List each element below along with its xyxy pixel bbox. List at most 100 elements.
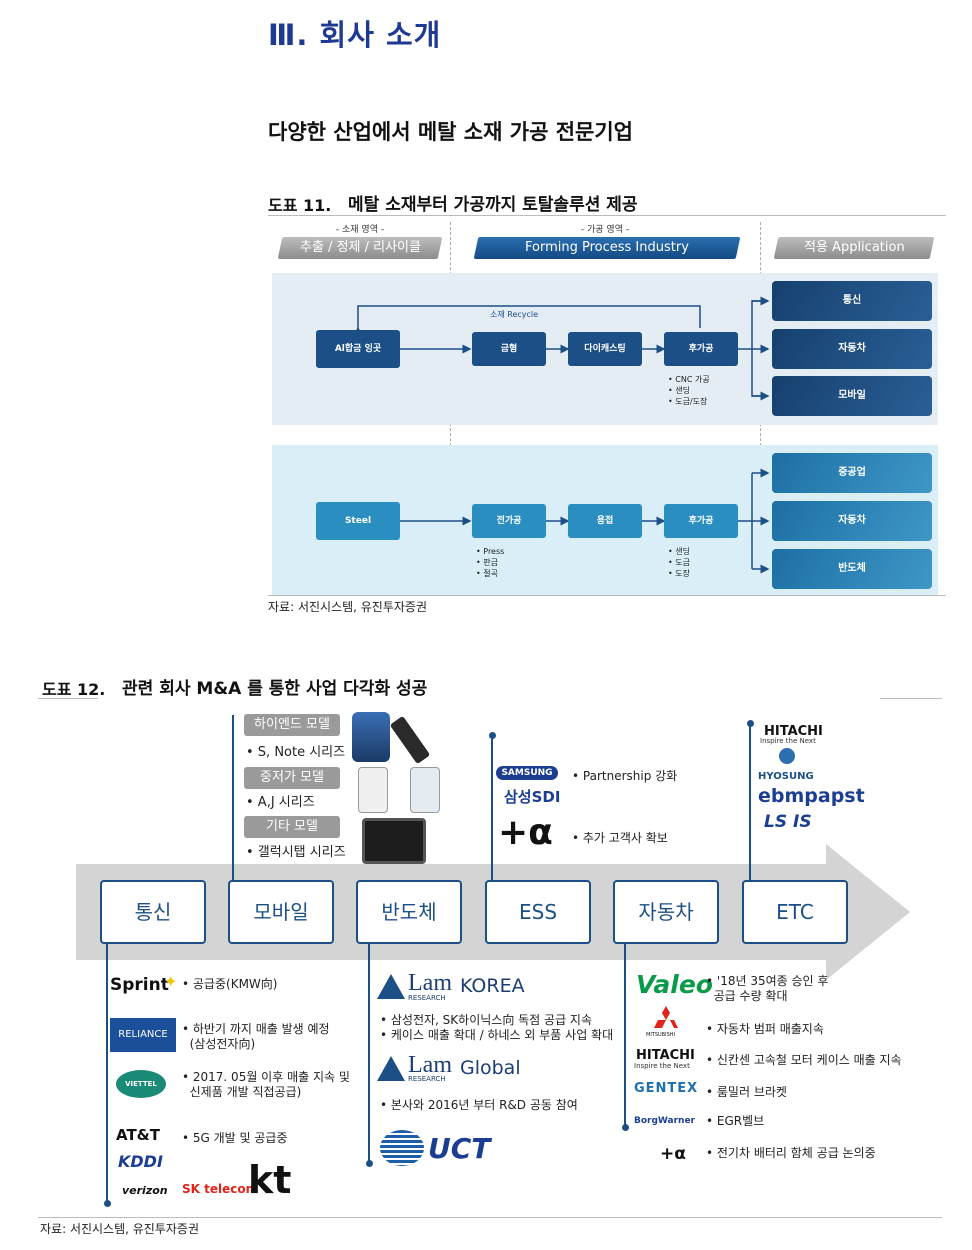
pre-process-notes: • Press• 판금• 절곡 (476, 547, 505, 578)
mobile-desc-1: • S, Note 시리즈 (246, 745, 346, 760)
fig12-bottom-rule (38, 1217, 942, 1218)
fig11-top-rule (268, 215, 946, 216)
lam-global-sub: RESEARCH (408, 1075, 446, 1083)
fig11-number: 도표 11. (268, 196, 332, 215)
valeo-logo: Valeo (636, 970, 713, 999)
app-mobile: 모바일 (772, 376, 932, 416)
cat-semiconductor: 반도체 (356, 880, 462, 944)
fig11-title: 메탈 소재부터 가공까지 토탈솔루션 제공 (348, 195, 638, 215)
kt-logo: kt (248, 1158, 292, 1202)
lam-global-text: • 본사와 2016년 부터 R&D 공동 참여 (380, 1098, 578, 1112)
ls-logo: LS IS (764, 812, 812, 832)
lam-global-logo: Lam (408, 1052, 452, 1078)
samsung-sdi-logo: 삼성SDI (504, 788, 561, 806)
app-auto-top: 자동차 (772, 329, 932, 369)
app-semiconductor: 반도체 (772, 549, 932, 589)
cat-etc: ETC (742, 880, 848, 944)
pill-midrange: 중저가 모델 (244, 767, 340, 789)
etc-connector-dot (747, 720, 754, 727)
cat-telecom: 통신 (100, 880, 206, 944)
telecom-connector-dot (104, 1200, 111, 1207)
valeo-text: • '18년 35여종 승인 후 공급 수량 확대 (706, 974, 829, 1003)
auto-hitachi-sub: Inspire the Next (634, 1062, 690, 1070)
zone-process-label: - 가공 영역 - (580, 225, 630, 235)
fig12-rule-right (880, 698, 942, 699)
app-telecom: 통신 (772, 281, 932, 321)
lam-korea-logo: Lam (408, 970, 452, 996)
auto-hitachi-logo: HITACHI (636, 1048, 695, 1063)
lam-korea-icon (377, 974, 405, 999)
sprint-logo: Sprint (110, 975, 169, 995)
borgwarner-text: • EGR벨브 (706, 1114, 765, 1128)
node-diecasting: 다이캐스팅 (568, 332, 642, 366)
borgwarner-logo: BorgWarner (634, 1116, 695, 1126)
mobile-connector (232, 715, 234, 880)
bottom-post-notes: • 샌딩• 도금• 도장 (668, 547, 690, 578)
viettel-logo: VIETTEL (116, 1070, 166, 1098)
hyosung-logo: HYOSUNG (758, 771, 814, 782)
sk-telecom-logo: SK telecom (182, 1182, 259, 1196)
lam-korea-text: • 삼성전자, SK하이닉스向 독점 공급 지속 • 케이스 매출 확대 / 하… (380, 1013, 614, 1042)
reliance-logo: RELIANCE (110, 1018, 176, 1052)
auto-hitachi-text: • 신칸센 고속철 모터 케이스 매출 지속 (706, 1053, 902, 1067)
auto-alpha-text: • 전기차 배터리 함체 공급 논의중 (706, 1146, 876, 1160)
node-welding: 용접 (568, 504, 642, 538)
phone-image-3 (358, 767, 388, 813)
pill-other: 기타 모델 (244, 816, 340, 838)
etc-hitachi-sub: Inspire the Next (760, 737, 816, 745)
mitsubishi-icon (654, 1006, 678, 1028)
ge-logo (779, 748, 795, 764)
fig12-rule-left (38, 698, 98, 699)
mitsubishi-text: • 자동차 범퍼 매출지속 (706, 1022, 824, 1036)
semi-connector-dot (366, 1160, 373, 1167)
gentex-logo: GENTEX (634, 1081, 699, 1096)
ebmpapst-logo: ebmpapst (758, 785, 865, 807)
app-heavy-industry: 중공업 (772, 453, 932, 493)
mitsubishi-logo: MITSUBISHI (646, 1032, 675, 1038)
node-al-ingot: Al합금 잉곳 (316, 330, 400, 368)
mobile-desc-2: • A,J 시리즈 (246, 795, 315, 810)
verizon-logo: verizon (122, 1184, 168, 1197)
lam-global-icon (377, 1056, 405, 1081)
auto-alpha: +α (660, 1144, 686, 1164)
att-logo: AT&T (116, 1126, 160, 1144)
etc-connector (749, 724, 751, 880)
viettel-text: • 2017. 05월 이후 매출 지속 및 신제품 개발 직접공급) (182, 1070, 350, 1099)
fig12-source: 자료: 서진시스템, 유진투자증권 (40, 1222, 200, 1236)
fig11-bottom-rule (268, 595, 946, 596)
ess-text-1: • Partnership 강화 (572, 769, 678, 783)
node-post-process-top: 후가공 (664, 332, 738, 366)
node-post-process-bottom: 후가공 (664, 504, 738, 538)
ess-connector-dot (489, 732, 496, 739)
uct-logo: UCT (428, 1132, 491, 1165)
node-pre-process: 전가공 (472, 504, 546, 538)
etc-hitachi-logo: HITACHI (764, 724, 823, 739)
mobile-desc-3: • 갤럭시탭 시리즈 (246, 845, 346, 860)
samsung-logo: SAMSUNG (496, 766, 558, 780)
section-title: Ⅲ. 회사 소개 (268, 18, 442, 52)
ess-text-2: • 추가 고객사 확보 (572, 831, 668, 845)
auto-connector-dot (622, 1124, 629, 1131)
phone-image-4 (410, 767, 440, 813)
att-text: • 5G 개발 및 공급중 (182, 1131, 288, 1145)
pill-highend: 하이엔드 모델 (244, 714, 340, 736)
node-steel: Steel (316, 502, 400, 540)
cat-ess: ESS (485, 880, 591, 944)
top-post-notes: • CNC 가공• 샌딩• 도금/도장 (668, 375, 710, 406)
sprint-text: • 공급중(KMW向) (182, 977, 278, 991)
telecom-connector (106, 942, 108, 1204)
ess-connector (491, 736, 493, 880)
uct-icon (380, 1130, 424, 1166)
semi-connector (368, 942, 370, 1164)
auto-connector (624, 942, 626, 1128)
lam-korea-sub: RESEARCH (408, 994, 446, 1002)
cat-auto: 자동차 (613, 880, 719, 944)
node-mold: 금형 (472, 332, 546, 366)
kddi-logo: KDDI (118, 1152, 163, 1171)
reliance-text: • 하반기 까지 매출 발생 예정 (삼성전자向) (182, 1022, 330, 1051)
cat-mobile: 모바일 (228, 880, 334, 944)
gentex-text: • 룸밀러 브라켓 (706, 1085, 787, 1099)
lam-global-suffix: Global (460, 1057, 521, 1079)
fig11-source: 자료: 서진시스템, 유진투자증권 (268, 600, 428, 614)
fig11-connectors (353, 296, 770, 574)
